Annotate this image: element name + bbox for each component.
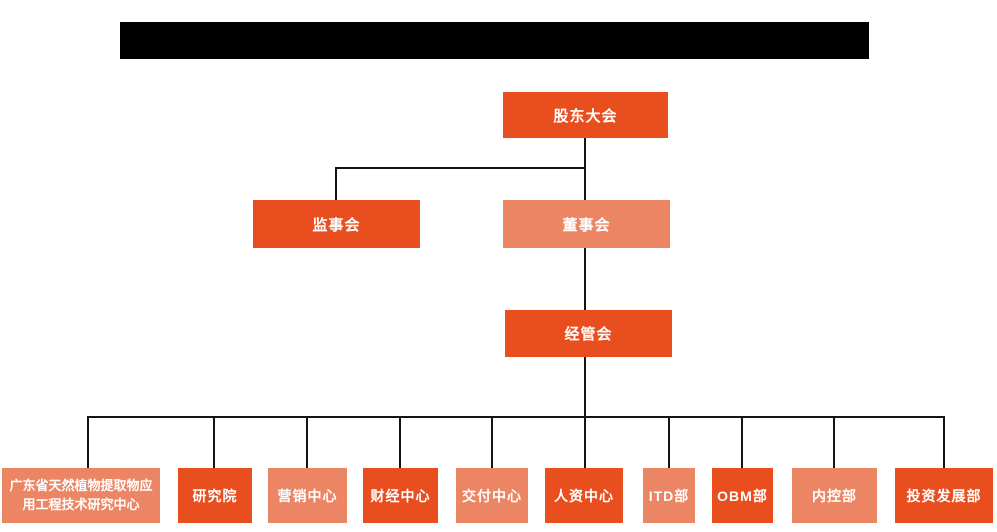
dept-node-itd: ITD部 xyxy=(643,468,695,523)
connector-line xyxy=(584,357,586,417)
redacted-title-bar xyxy=(120,22,869,59)
dept-node-hr-center: 人资中心 xyxy=(545,468,623,523)
dept-node-internal-control: 内控部 xyxy=(792,468,877,523)
connector-line xyxy=(399,416,401,468)
org-node-supervisory-board: 监事会 xyxy=(253,200,420,248)
dept-node-marketing-center: 营销中心 xyxy=(268,468,347,523)
dept-node-finance-center: 财经中心 xyxy=(363,468,438,523)
connector-line xyxy=(741,416,743,468)
dept-node-investment-development: 投资发展部 xyxy=(895,468,993,523)
connector-line xyxy=(668,416,670,468)
dept-node-research-institute: 研究院 xyxy=(178,468,252,523)
connector-line xyxy=(335,167,337,200)
connector-line xyxy=(491,416,493,468)
connector-line xyxy=(943,416,945,468)
org-node-board-of-directors: 董事会 xyxy=(503,200,670,248)
connector-line xyxy=(213,416,215,468)
connector-line xyxy=(833,416,835,468)
connector-line xyxy=(335,167,586,169)
connector-line xyxy=(584,416,586,468)
connector-line xyxy=(584,167,586,200)
connector-line xyxy=(87,416,89,468)
connector-line xyxy=(306,416,308,468)
org-node-shareholders-meeting: 股东大会 xyxy=(503,92,668,138)
dept-node-delivery-center: 交付中心 xyxy=(456,468,528,523)
org-node-management-committee: 经管会 xyxy=(505,310,672,357)
dept-node-research-center: 广东省天然植物提取物应用工程技术研究中心 xyxy=(2,468,160,523)
connector-line xyxy=(584,138,586,169)
dept-node-obm: OBM部 xyxy=(712,468,773,523)
connector-line xyxy=(584,248,586,310)
connector-line xyxy=(87,416,945,418)
